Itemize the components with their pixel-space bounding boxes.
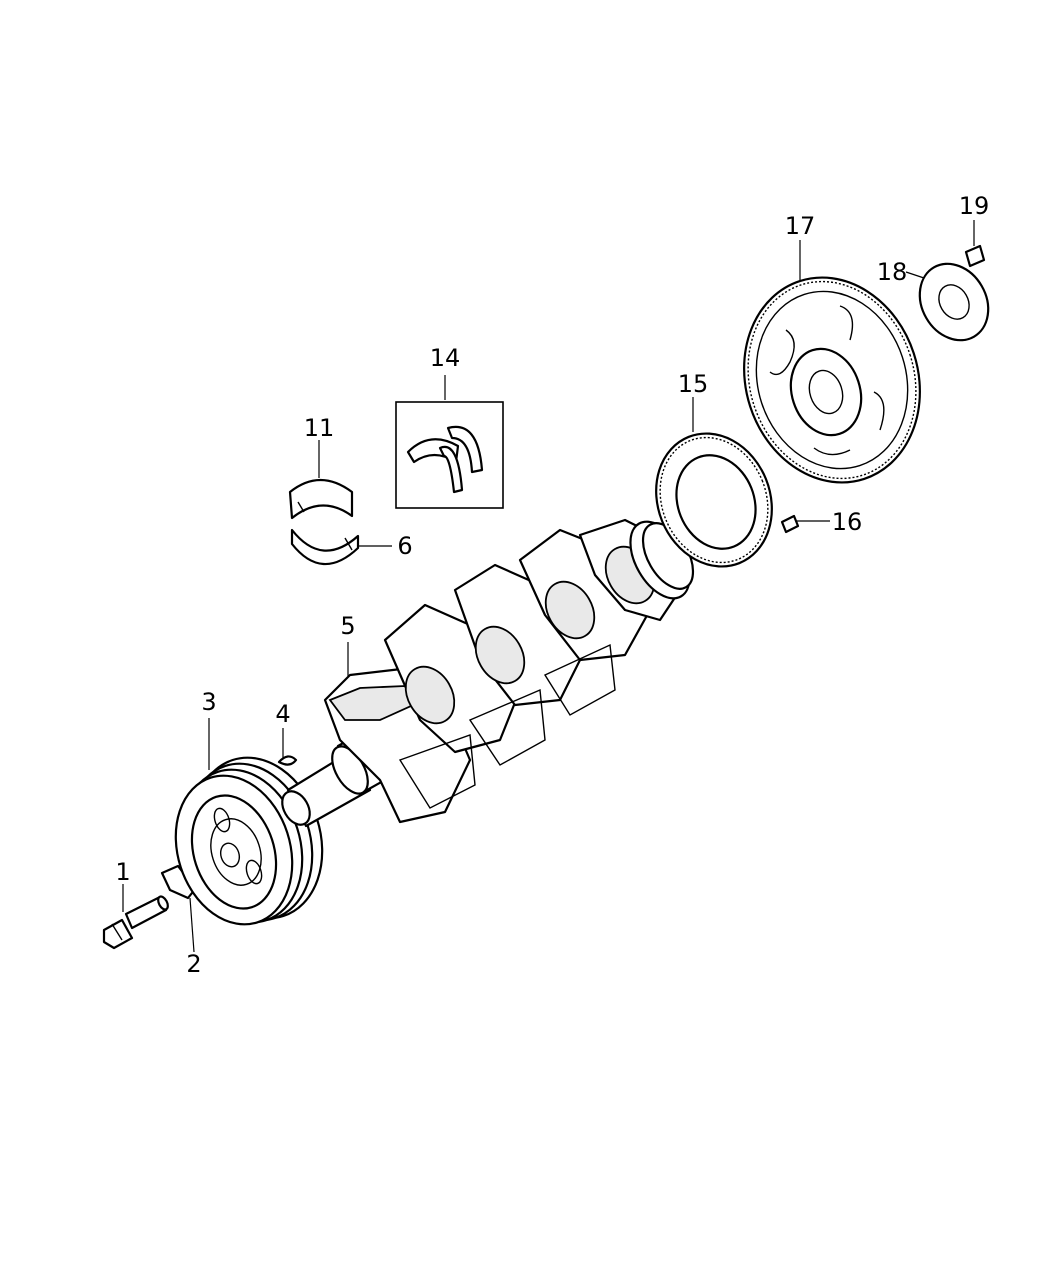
callout-17: 17 [785,212,816,240]
callout-19: 19 [959,192,990,220]
main-bearing-upper [288,479,354,520]
main-bearing-lower [290,528,360,566]
callout-labels: 1 2 3 4 5 6 11 14 15 16 17 18 19 [115,192,989,978]
plate-bolt [964,244,986,268]
thrust-washer-box [395,401,504,509]
callout-14: 14 [430,344,461,372]
callout-11: 11 [304,414,335,442]
flexplate-bolt [780,514,800,534]
damper-pulley [174,756,324,926]
crank-bolt [102,895,169,950]
crankshaft [281,518,695,828]
callout-15: 15 [678,370,709,398]
leader-lines [122,220,975,953]
adapter-ring [655,432,773,568]
callout-1: 1 [115,858,130,886]
reinforcement-plate [918,262,990,342]
callout-18: 18 [877,258,908,286]
callout-3: 3 [201,688,216,716]
callout-2: 2 [186,950,201,978]
callout-5: 5 [340,612,355,640]
callout-4: 4 [275,700,290,728]
callout-6: 6 [397,532,412,560]
callout-16: 16 [832,508,863,536]
woodruff-key [277,755,298,766]
flexplate [743,276,921,484]
